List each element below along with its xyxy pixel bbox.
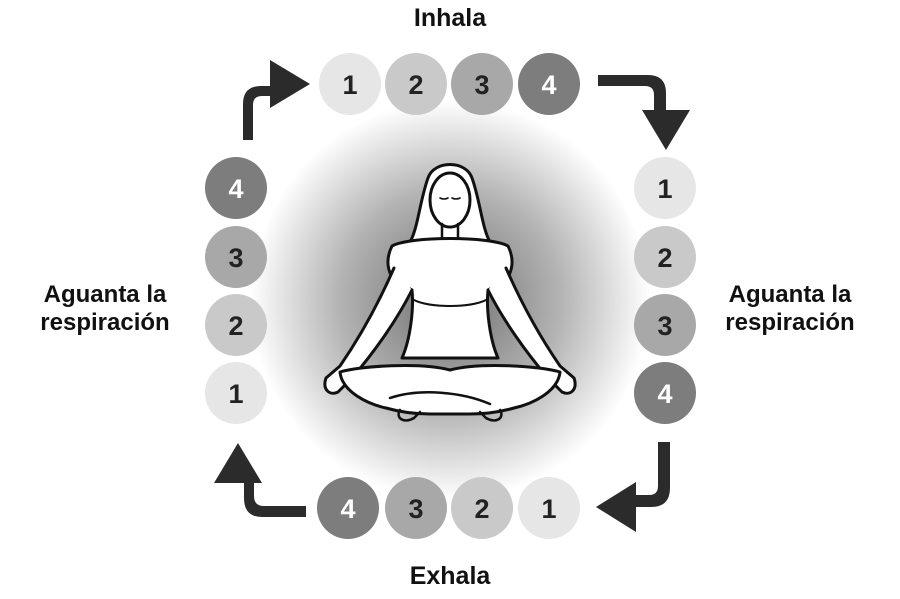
count-circle: [317, 477, 379, 539]
breath-count-row-top: 1 2 3 4: [319, 53, 580, 115]
breath-count-row-bottom: 4 3 2 1: [317, 477, 580, 539]
count-number: 4: [541, 70, 556, 100]
count-number: 4: [340, 494, 355, 524]
count-circle: [205, 157, 267, 219]
hold-label-line-2: respiración: [725, 308, 855, 336]
count-number: 1: [657, 174, 672, 204]
count-circle: [634, 157, 696, 219]
count-circle: [385, 53, 447, 115]
count-number: 4: [657, 379, 672, 409]
count-circle: [518, 53, 580, 115]
count-circle: [634, 294, 696, 356]
count-number: 3: [474, 70, 489, 100]
count-circle: [385, 477, 447, 539]
exhale-label-text: Exhala: [409, 562, 491, 590]
inhale-label: Inhala: [350, 4, 550, 33]
hold-label-line-2: respiración: [40, 308, 170, 336]
count-number: 2: [228, 311, 243, 341]
hold-breath-label-left: Aguanta la respiración: [20, 281, 190, 336]
breath-count-row-left: 4 3 2 1: [205, 157, 267, 424]
count-circle: [451, 477, 513, 539]
hold-breath-label-right: Aguanta la respiración: [705, 281, 875, 336]
curved-arrow-icon: [596, 442, 670, 532]
count-number: 2: [657, 243, 672, 273]
curved-arrow-icon: [598, 75, 690, 150]
exhale-label: Exhala: [350, 562, 550, 591]
hold-label-line-1: Aguanta la: [43, 281, 167, 308]
count-circle: [205, 294, 267, 356]
count-circle: [634, 226, 696, 288]
meditating-person-icon: [323, 163, 577, 422]
curved-arrow-icon: [243, 60, 310, 140]
count-number: 2: [408, 70, 423, 100]
count-circle: [634, 362, 696, 424]
count-circle: [205, 226, 267, 288]
count-number: 4: [228, 174, 243, 204]
count-circle: [451, 53, 513, 115]
breath-count-row-right: 1 2 3 4: [634, 157, 696, 424]
count-number: 2: [474, 494, 489, 524]
count-number: 1: [541, 494, 556, 524]
curved-arrow-icon: [214, 443, 306, 517]
count-number: 3: [657, 311, 672, 341]
count-circle: [319, 53, 381, 115]
count-number: 3: [228, 243, 243, 273]
count-number: 1: [342, 70, 357, 100]
count-number: 3: [408, 494, 423, 524]
hold-label-line-1: Aguanta la: [728, 281, 852, 308]
count-number: 1: [228, 379, 243, 409]
count-circle: [518, 477, 580, 539]
inhale-label-text: Inhala: [413, 4, 487, 32]
count-circle: [205, 362, 267, 424]
